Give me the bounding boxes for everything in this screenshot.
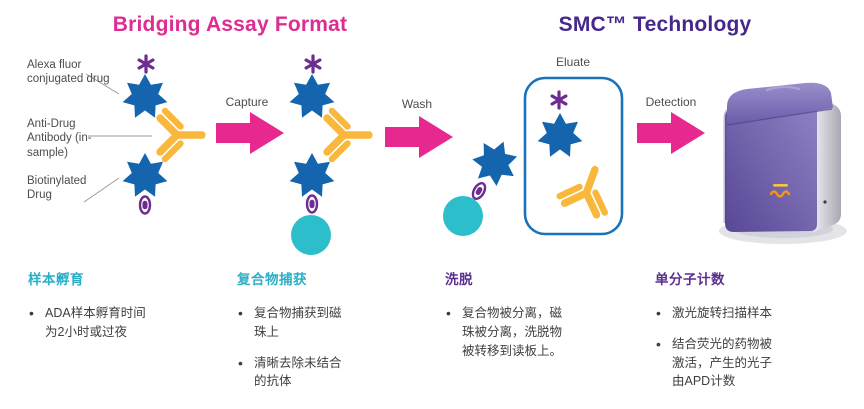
- bullet-list: ADA样本孵育时间为2小时或过夜: [28, 303, 153, 342]
- instrument-logo: [769, 184, 791, 198]
- fluor-asterisk-icon: [550, 90, 568, 110]
- biotin-link-icon: [138, 195, 152, 215]
- column-single-molecule-counting: 单分子计数 激光旋转扫描样本 结合荧光的药物被激活，产生的光子由APD计数: [655, 268, 780, 403]
- complex-incubation: [122, 54, 202, 215]
- drug-star-icon: [122, 153, 168, 197]
- column-sample-incubation: 样本孵育 ADA样本孵育时间为2小时或过夜: [28, 268, 153, 354]
- bullet-item: ADA样本孵育时间为2小时或过夜: [28, 303, 153, 342]
- drug-star-icon: [466, 133, 525, 191]
- drug-star-icon: [122, 74, 168, 118]
- complex-washed: [443, 133, 525, 236]
- process-arrow-icon: [216, 112, 284, 154]
- step-label-capture: Capture: [225, 95, 269, 109]
- process-arrow-icon: [637, 112, 705, 154]
- column-heading: 洗脱: [445, 272, 473, 287]
- column-heading: 单分子计数: [655, 272, 725, 287]
- bullet-list: 复合物捕获到磁珠上 清晰去除未结合的抗体: [237, 303, 352, 392]
- antibody-y-icon: [327, 111, 369, 159]
- column-heading: 样本孵育: [28, 272, 84, 287]
- label-alexa-fluor-drug: Alexa fluor conjugated drug: [27, 59, 110, 86]
- title-smc-technology: SMC™ Technology: [558, 13, 752, 36]
- column-heading: 复合物捕获: [237, 272, 307, 287]
- drug-star-icon: [289, 74, 335, 118]
- complex-captured: [289, 54, 369, 255]
- step-label-detection: Detection: [645, 95, 697, 109]
- smc-instrument-image: [719, 82, 847, 244]
- bullet-item: 复合物捕获到磁珠上: [237, 303, 352, 342]
- column-elution: 洗脱 复合物被分离，磁珠被分离，洗脱物被转移到读板上。: [445, 268, 570, 372]
- drug-star-icon: [289, 153, 335, 197]
- process-arrow-icon: [385, 116, 453, 158]
- drug-star-icon: [537, 113, 583, 157]
- step-label-eluate: Eluate: [555, 55, 591, 69]
- column-complex-capture: 复合物捕获 复合物捕获到磁珠上 清晰去除未结合的抗体: [237, 268, 352, 403]
- label-connector-lines: [83, 73, 152, 203]
- antibody-y-icon: [160, 111, 202, 159]
- bullet-item: 清晰去除未结合的抗体: [237, 353, 352, 392]
- magnetic-bead-icon: [291, 215, 331, 255]
- fluor-asterisk-icon: [304, 54, 322, 74]
- label-biotinylated-drug: Biotinylated Drug: [27, 175, 87, 202]
- bullet-list: 复合物被分离，磁珠被分离，洗脱物被转移到读板上。: [445, 303, 570, 360]
- magnetic-bead-icon: [443, 196, 483, 236]
- bullet-item: 激光旋转扫描样本: [655, 303, 780, 324]
- bullet-item: 结合荧光的药物被激活，产生的光子由APD计数: [655, 334, 780, 391]
- antibody-y-icon: [558, 161, 617, 217]
- bullet-list: 激光旋转扫描样本 结合荧光的药物被激活，产生的光子由APD计数: [655, 303, 780, 391]
- eluate-box: [523, 76, 624, 236]
- biotin-link-icon: [469, 179, 489, 203]
- fluor-asterisk-icon: [137, 54, 155, 74]
- title-bridging-assay: Bridging Assay Format: [112, 13, 348, 36]
- bullet-item: 复合物被分离，磁珠被分离，洗脱物被转移到读板上。: [445, 303, 570, 360]
- biotin-link-icon: [305, 194, 319, 214]
- step-label-wash: Wash: [401, 97, 433, 111]
- label-anti-drug-antibody: Anti-Drug Antibody (in-sample): [27, 118, 92, 159]
